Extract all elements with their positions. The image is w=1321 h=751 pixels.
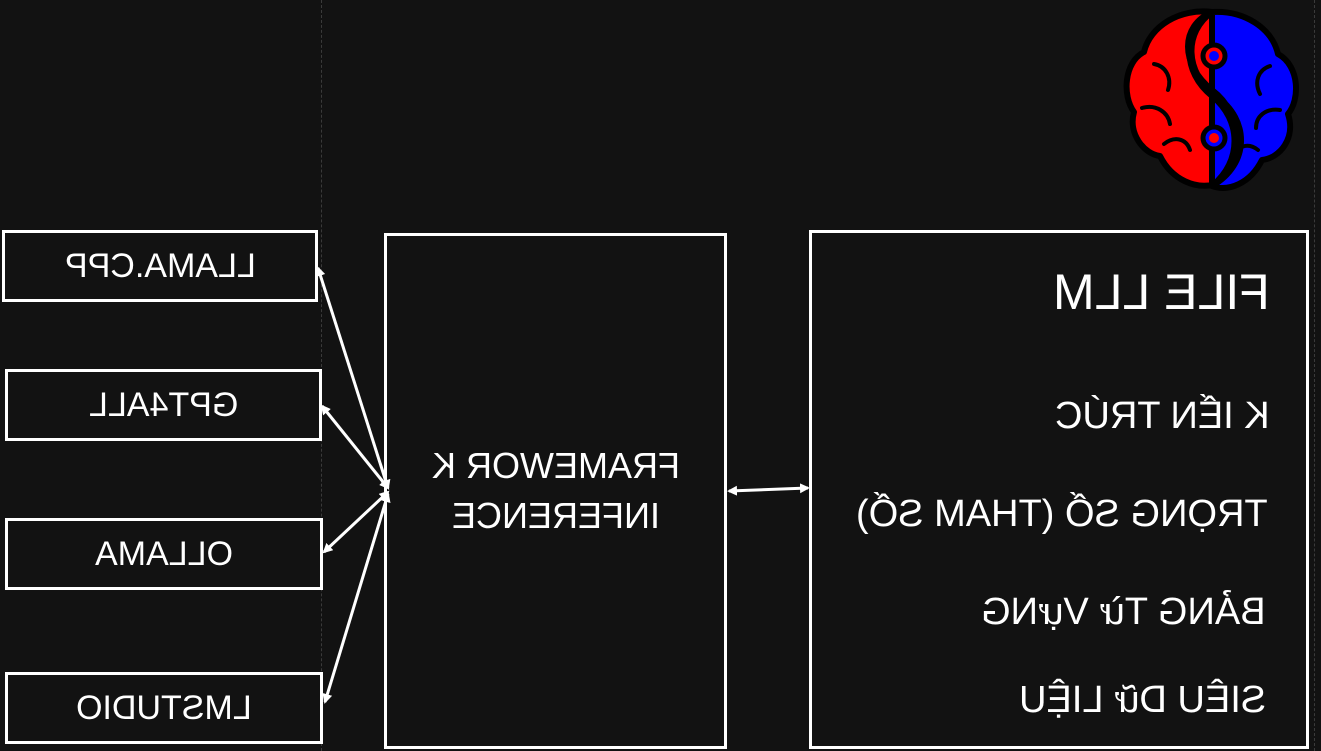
arrow-framework-gpt4all [320, 404, 390, 490]
tool-box-llamacpp: LLAMA.CPP [2, 230, 318, 302]
brain-yin-yang-icon [1123, 8, 1300, 191]
arrow-framework-lmstudio [322, 492, 391, 704]
file-llm-box: FILE LLM K IẾN TRÚC TRỌNG SỐ (THAM SỐ) B… [809, 230, 1309, 749]
arrow-framework-llamacpp [315, 266, 391, 490]
tool-box-ollama: OLLAMA [5, 518, 323, 590]
tool-box-lmstudio: LMSTUDIO [5, 672, 323, 744]
arrow-framework-file [727, 483, 810, 496]
guide-line-right [1314, 0, 1315, 751]
